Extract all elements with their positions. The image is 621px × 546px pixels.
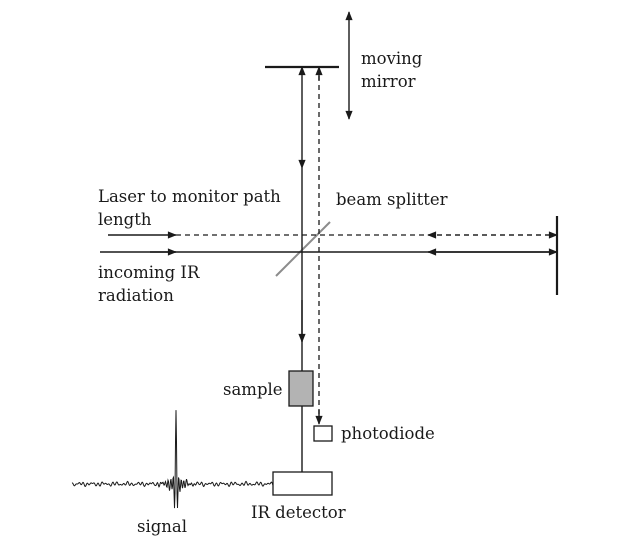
incoming-ir-label-line2: radiation <box>98 286 174 305</box>
laser-label-line2: length <box>98 210 152 229</box>
incoming-ir-label-line1: incoming IR <box>98 263 200 282</box>
moving-mirror-label-line2: mirror <box>361 72 416 91</box>
beam-splitter-label: beam splitter <box>336 190 448 209</box>
ir-detector-label: IR detector <box>251 503 346 522</box>
moving-mirror-label-line1: moving <box>361 49 423 68</box>
signal-label: signal <box>137 517 187 536</box>
laser-label-line1: Laser to monitor path <box>98 187 281 206</box>
ir-detector-box <box>272 471 333 496</box>
interferogram-signal <box>71 410 274 509</box>
beam-splitter <box>275 221 331 277</box>
photodiode-box <box>313 425 333 442</box>
photodiode-label: photodiode <box>341 424 435 443</box>
sample-label: sample <box>223 380 283 399</box>
sample-cell <box>288 370 314 407</box>
